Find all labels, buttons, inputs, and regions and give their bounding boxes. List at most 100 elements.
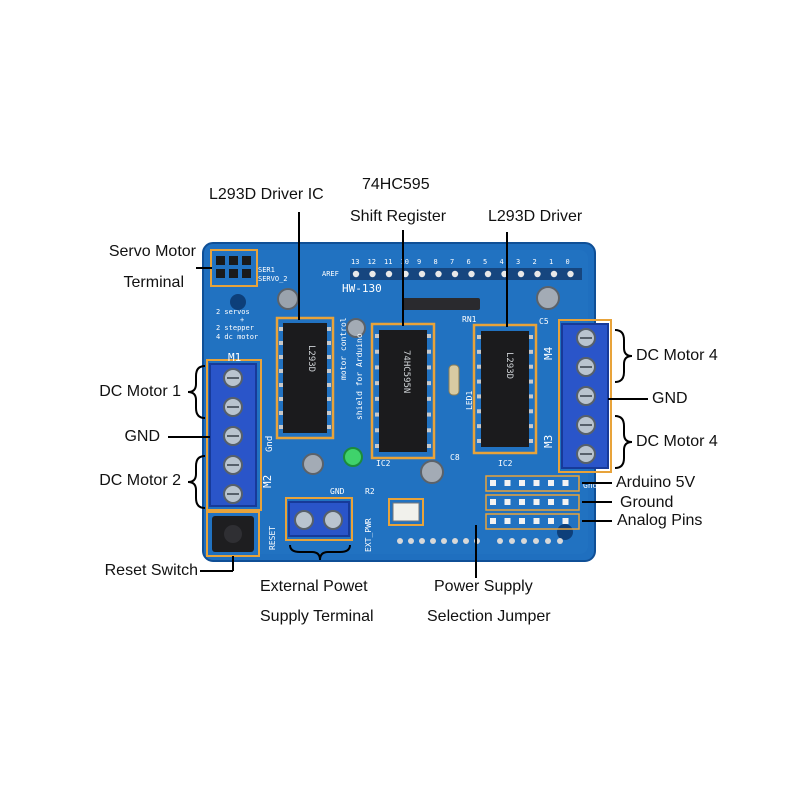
header-pin: [484, 270, 492, 278]
brace-ext-power: [289, 544, 351, 561]
servo1-label: SER1: [258, 266, 275, 274]
m3-label: M3: [542, 435, 555, 448]
capacitor: [277, 288, 299, 310]
mode-text-1: 2 servos: [216, 308, 250, 316]
servo-pins: [216, 256, 251, 278]
chip-pin: [529, 424, 533, 429]
chip-pin: [375, 396, 379, 401]
chip-pin: [477, 349, 481, 354]
chip-pin: [279, 397, 283, 401]
l293d-left-chip: [283, 323, 327, 433]
jumper: [392, 502, 420, 522]
grid-pin: [562, 499, 569, 505]
digital-pin-label: 10: [401, 258, 409, 266]
resistor-network: [402, 298, 480, 310]
chip-pin: [529, 394, 533, 399]
digital-pin-label: 12: [368, 258, 376, 266]
capacitor: [536, 286, 560, 310]
chip-pin: [375, 349, 379, 354]
header-pin: [567, 270, 574, 278]
label-l293d-driver: L293D Driver: [488, 208, 583, 225]
chip-pin: [427, 428, 431, 433]
chip-pin: [327, 355, 331, 359]
left-terminal-highlight: [206, 359, 262, 511]
brace-dc-motor-4-top: [614, 329, 633, 383]
resistor-r2: [448, 364, 460, 396]
chip-pin: [477, 379, 481, 384]
chip-pin: [427, 444, 431, 448]
grid-pin: [490, 480, 496, 486]
digital-header: [350, 268, 582, 280]
label-74hc595: 74HC595: [362, 176, 430, 193]
ext-pwr-silk: EXT_PWR: [364, 518, 373, 552]
ic2-label: IC2: [498, 459, 513, 468]
digital-pin-label: 5: [483, 258, 487, 266]
chip-pin: [279, 327, 283, 331]
chip-pin: [375, 381, 379, 386]
grid-pin: [562, 518, 569, 524]
pin-row-highlight-5v: [485, 475, 580, 492]
label-dc-motor-4-bottom: DC Motor 4: [636, 433, 718, 450]
right-screws: [576, 328, 596, 464]
mode-text-4: 4 dc motor: [216, 333, 258, 341]
grid-pin: [562, 480, 569, 486]
ext-power-screw: [323, 510, 343, 530]
reset-silk: RESET: [268, 526, 277, 550]
chip-pin: [529, 379, 533, 384]
bottom-header-pin: [430, 538, 436, 544]
chip-pin: [477, 335, 481, 339]
chip-pin: [427, 412, 431, 417]
l293d-left-highlight: [275, 316, 335, 440]
chip-pin: [529, 409, 533, 414]
chip-pin: [327, 327, 331, 331]
mode-text-3: 2 stepper: [216, 324, 254, 332]
r1-label: R2: [365, 487, 375, 496]
l293d-right-chip: [481, 331, 529, 447]
bottom-header-pin: [497, 538, 503, 544]
servo-pin: [229, 256, 238, 265]
chip-mid-pins: [375, 334, 431, 448]
chip-pin: [375, 444, 379, 448]
mounting-hole: [230, 294, 246, 310]
grid-pin: [533, 518, 540, 524]
label-l293d-driver-ic: L293D Driver IC: [209, 186, 324, 203]
right-terminal-highlight: [558, 319, 612, 473]
header-pin: [451, 270, 459, 278]
label-servo-terminal: Terminal: [123, 274, 184, 291]
header-pin: [534, 270, 541, 278]
chip-pin: [427, 396, 431, 401]
gnd-board-label: GND: [330, 487, 345, 496]
label-servo-motor: Servo Motor: [108, 243, 196, 260]
label-gnd-left: GND: [124, 428, 160, 445]
grid-pin: [519, 480, 525, 486]
label-external-power-1: External Powet: [260, 578, 368, 595]
chip-pin: [327, 369, 331, 373]
reset-button-cap: [224, 525, 242, 543]
brace-dc-motor-2: [187, 455, 206, 509]
servo2-label: SERVO_2: [258, 275, 288, 283]
chip-pin: [477, 424, 481, 429]
chip-pin: [327, 383, 331, 387]
label-dc-motor-4-top: DC Motor 4: [636, 347, 718, 364]
left-screws: [223, 368, 243, 504]
header-pin: [352, 270, 360, 278]
c8-label: C8: [450, 453, 460, 462]
model-label: HW-130: [342, 282, 382, 295]
shield-text: shield for Arduino: [355, 333, 364, 420]
chip-left-text: L293D: [306, 345, 316, 372]
ext-power-highlight: [285, 497, 353, 541]
grid-pin: [533, 480, 540, 486]
servo-pin: [216, 256, 225, 265]
digital-pin-label: 11: [384, 258, 392, 266]
leader-lines: [168, 212, 648, 578]
chip-pin: [279, 341, 283, 345]
pin-grid: [490, 480, 569, 524]
label-reset-switch: Reset Switch: [104, 562, 198, 579]
bottom-header-pin: [509, 538, 515, 544]
servo-pin: [216, 269, 225, 278]
digital-pin-label: 0: [566, 258, 570, 266]
chip-pin: [327, 341, 331, 345]
bottom-header-pin: [545, 538, 551, 544]
jumper-highlight: [388, 498, 424, 526]
